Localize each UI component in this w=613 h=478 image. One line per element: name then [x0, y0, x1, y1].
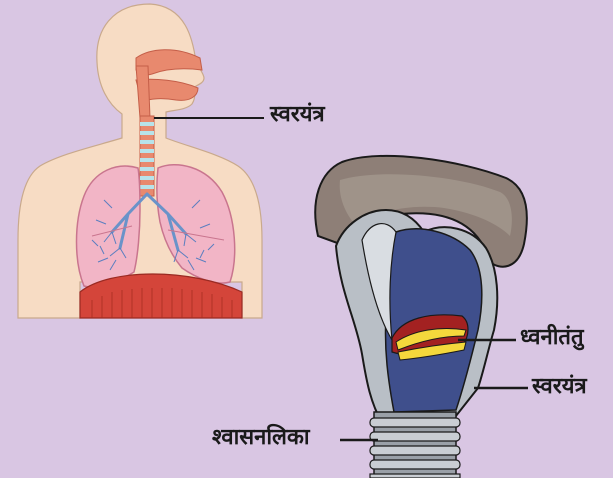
trachea-section — [370, 412, 460, 478]
label-larynx-top: स्वरयंत्र — [270, 104, 325, 126]
label-trachea: श्वासनलिका — [212, 427, 310, 449]
larynx-cross-section — [315, 156, 527, 478]
label-larynx-bottom: स्वरयंत्र — [532, 376, 587, 398]
label-vocal-cords: ध्वनीतंतु — [520, 327, 584, 349]
human-torso-figure — [18, 4, 262, 318]
trachea-tube — [140, 116, 154, 196]
